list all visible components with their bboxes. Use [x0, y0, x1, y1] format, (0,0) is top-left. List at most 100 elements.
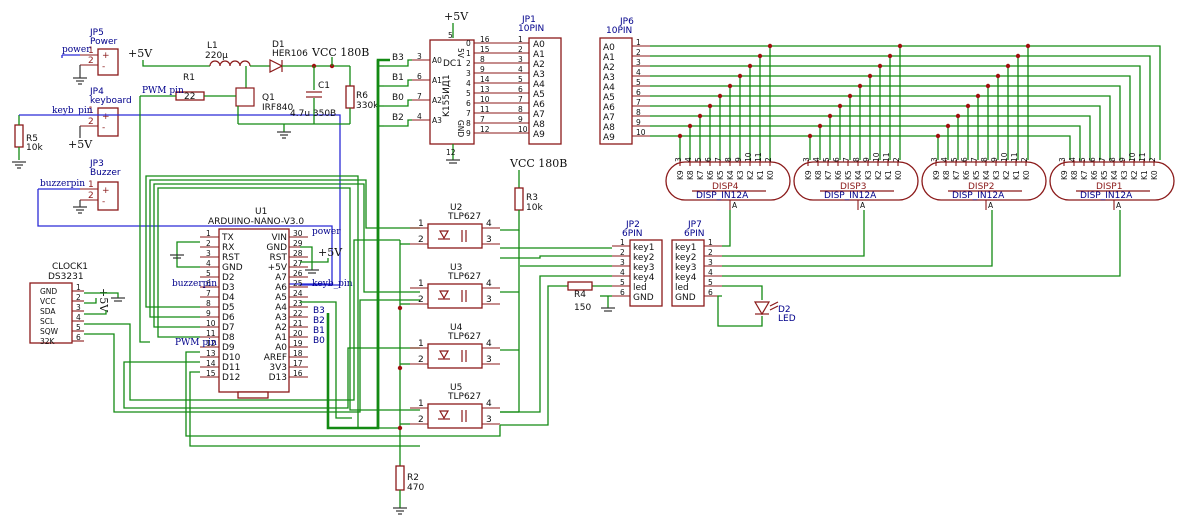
- tube-pin-num: 4: [812, 157, 821, 162]
- jp3-pin2: 2: [88, 191, 94, 201]
- dc1-pin-num: 14: [480, 75, 490, 84]
- tube-disp4: 3K94K85K76K67K58K49K310K211K12K0DISP4DIS…: [665, 152, 791, 210]
- u1-pin-num: 24: [293, 289, 303, 298]
- tube-pin-num: 5: [822, 157, 831, 162]
- jp4-pin1: 1: [88, 106, 94, 116]
- jp2-pin-num: 6: [620, 288, 625, 297]
- clock-body: [29, 282, 73, 344]
- u1-pin-label: A7: [275, 273, 287, 283]
- tube-pin-num: 11: [1010, 152, 1019, 162]
- key-wiring: [500, 210, 1121, 426]
- dc1-pin-label: A2: [432, 96, 442, 105]
- net-label-u1-b0: B0: [313, 336, 325, 346]
- jp4-ref: JP4: [89, 87, 104, 97]
- tube-pin-label: K8: [942, 170, 951, 180]
- tube-anode-label: A: [1116, 201, 1122, 210]
- tube-value: DISP_IN12A: [1080, 191, 1133, 201]
- opto-body: [427, 223, 483, 249]
- tube-pin-num: 3: [930, 157, 939, 162]
- dc1-pin-label: 3: [466, 69, 471, 78]
- dc1-pin-num: 16: [480, 35, 490, 44]
- c1-ref: C1: [318, 81, 330, 91]
- jp3-connector: JP3 Buzzer 1 2 + - buzzerpin: [38, 159, 121, 214]
- jp6-pin-label: A4: [603, 83, 615, 93]
- opto-value: TLP627: [447, 212, 481, 222]
- tube-pin-num: 4: [1068, 157, 1077, 162]
- jp3-name: Buzzer: [90, 168, 121, 178]
- u1-value: ARDUINO-NANO-V3.0: [208, 217, 304, 227]
- tube-pin-num: 8: [852, 157, 861, 162]
- r4-resistor: R4 150: [567, 281, 593, 313]
- u1-pin-label: VIN: [271, 233, 287, 243]
- u1-pin-num: 26: [293, 269, 303, 278]
- tube-pin-num: 8: [1108, 157, 1117, 162]
- jp1-connector: JP1 10PIN 1A02A13A24A35A46A57A68A79A810A…: [518, 15, 562, 145]
- dc1-pin5: 5: [448, 31, 453, 40]
- r4-ref: R4: [574, 290, 586, 300]
- tube-pin-num: 5: [950, 157, 959, 162]
- r5-body: [14, 124, 24, 148]
- u1-pin-num: 7: [206, 289, 211, 298]
- d2-led-icon: [753, 301, 771, 316]
- jp5-name: Power: [90, 37, 118, 47]
- clock-value: DS3231: [48, 272, 84, 282]
- tube-value: DISP_IN12A: [824, 191, 877, 201]
- opto-pin-num: 1: [418, 339, 424, 349]
- jp3-minus: -: [102, 197, 105, 207]
- r6-body: [345, 85, 355, 109]
- jp6-pin-label: A2: [603, 63, 615, 73]
- tube-pin-label: K7: [952, 170, 961, 180]
- tube-pin-label: K7: [824, 170, 833, 180]
- dc1-pin12: 12: [446, 148, 456, 157]
- d1-ref: D1: [272, 40, 285, 50]
- opto-pin-num: 1: [418, 399, 424, 409]
- u1-pin-label: RST: [270, 253, 288, 263]
- jp1-pin-num: 2: [518, 45, 523, 54]
- r1-value: 22: [184, 92, 195, 102]
- u1-pin-label: D11: [222, 363, 240, 373]
- u1-pin-num: 30: [293, 229, 303, 238]
- dc1-pin-label: A3: [432, 116, 442, 125]
- u1-pin-num: 20: [293, 329, 303, 338]
- tube-pin-label: K9: [676, 170, 685, 180]
- tube-pin-num: 11: [882, 152, 891, 162]
- jp6-pin-num: 10: [636, 128, 646, 137]
- jp1-pin-label: A5: [533, 90, 545, 100]
- u1-pin-label: D10: [222, 353, 241, 363]
- jp5-pin2: 2: [88, 56, 94, 66]
- dc1-gnd-pin-label: GND: [456, 120, 465, 137]
- tube-pin-label: K4: [854, 170, 863, 180]
- u1-pin-label: D7: [222, 323, 235, 333]
- tube-ref: DISP3: [840, 182, 866, 192]
- jp4-minus: -: [102, 123, 105, 133]
- dc1-pin-label: A0: [432, 56, 442, 65]
- jp5-body: [97, 48, 119, 76]
- opto-pin-num: 2: [418, 355, 424, 365]
- opto-pin-num: 4: [486, 339, 492, 349]
- dc1-5v-label: +5V: [444, 10, 469, 23]
- opto-ref: U5: [450, 383, 462, 393]
- jp4-connector: JP4 keyboard 1 2 + - keyb_pin +5V: [52, 87, 132, 151]
- u1-pin-num: 27: [293, 259, 303, 268]
- net-label-pwm: PWM pin: [142, 86, 184, 96]
- opto-pin-num: 4: [486, 399, 492, 409]
- u1-pin-num: 9: [206, 309, 211, 318]
- net-label-u1-pwm: PWM pin: [175, 338, 217, 348]
- jp5-ref: JP5: [89, 28, 104, 38]
- jp6-pin-num: 5: [636, 78, 641, 87]
- jp7-pin-num: 4: [708, 268, 713, 277]
- tube-pin-label: K8: [686, 170, 695, 180]
- jp4-pin2: 2: [88, 117, 94, 127]
- tube-pin-label: K3: [1120, 170, 1129, 180]
- clock-pin-num: 4: [76, 313, 81, 322]
- u1-pin-num: 4: [206, 259, 211, 268]
- jp7-value: 6PIN: [684, 229, 705, 239]
- u1-pin-num: 28: [293, 249, 303, 258]
- dc1-value: K155ИД1: [442, 74, 452, 117]
